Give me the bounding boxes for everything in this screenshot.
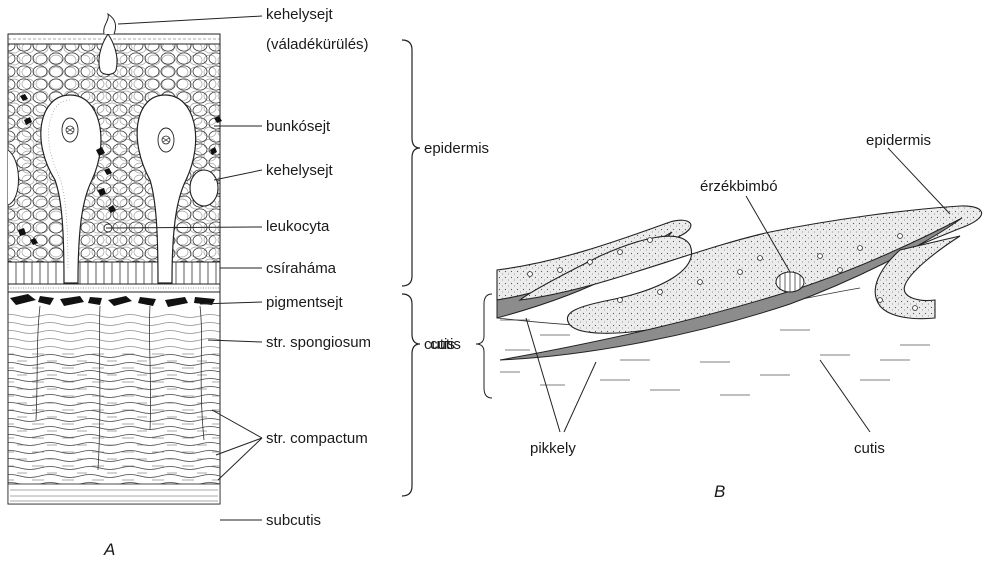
label-epidermis-b: epidermis: [866, 132, 932, 149]
label-cutis-bracket-b: cutis: [430, 336, 461, 353]
panel-letter-b: B: [714, 482, 726, 501]
goblet-cell: [189, 169, 219, 207]
panel-a-illustration: [7, 12, 222, 505]
label-pikkely: pikkely: [530, 440, 576, 457]
panel-a-brackets: [401, 39, 421, 497]
label-subcutis: subcutis: [266, 512, 322, 529]
panel-b-illustration: [496, 205, 982, 396]
bracket-label-epidermis: epidermis: [424, 140, 490, 157]
label-leukocyta: leukocyta: [266, 218, 330, 235]
bracket-label-cutis: cutis: [424, 336, 455, 353]
label-csiraham: csíraháma: [266, 260, 337, 277]
label-kehelysejt: kehelysejt: [266, 162, 333, 179]
label-pigmentsejt: pigmentsejt: [266, 294, 343, 311]
panel-letter-a: A: [104, 540, 116, 559]
panel-b-leader-lines: [475, 147, 951, 433]
club-cell-right: [136, 94, 197, 284]
label-valadekurules: (váladékürülés): [266, 36, 369, 53]
label-bunkosejt: bunkósejt: [266, 118, 331, 135]
label-erzekbimbo: érzékbimbó: [700, 178, 778, 195]
taste-bud: [775, 271, 805, 293]
label-kehelysejt-top: kehelysejt: [266, 6, 333, 23]
goblet-cell-discharging: [98, 12, 118, 76]
label-str-compactum: str. compactum: [266, 430, 368, 447]
club-cell-left: [40, 94, 102, 284]
label-str-spongiosum: str. spongiosum: [266, 334, 372, 351]
label-cutis-b: cutis: [854, 440, 885, 457]
panel-a-leader-lines: [105, 15, 263, 521]
